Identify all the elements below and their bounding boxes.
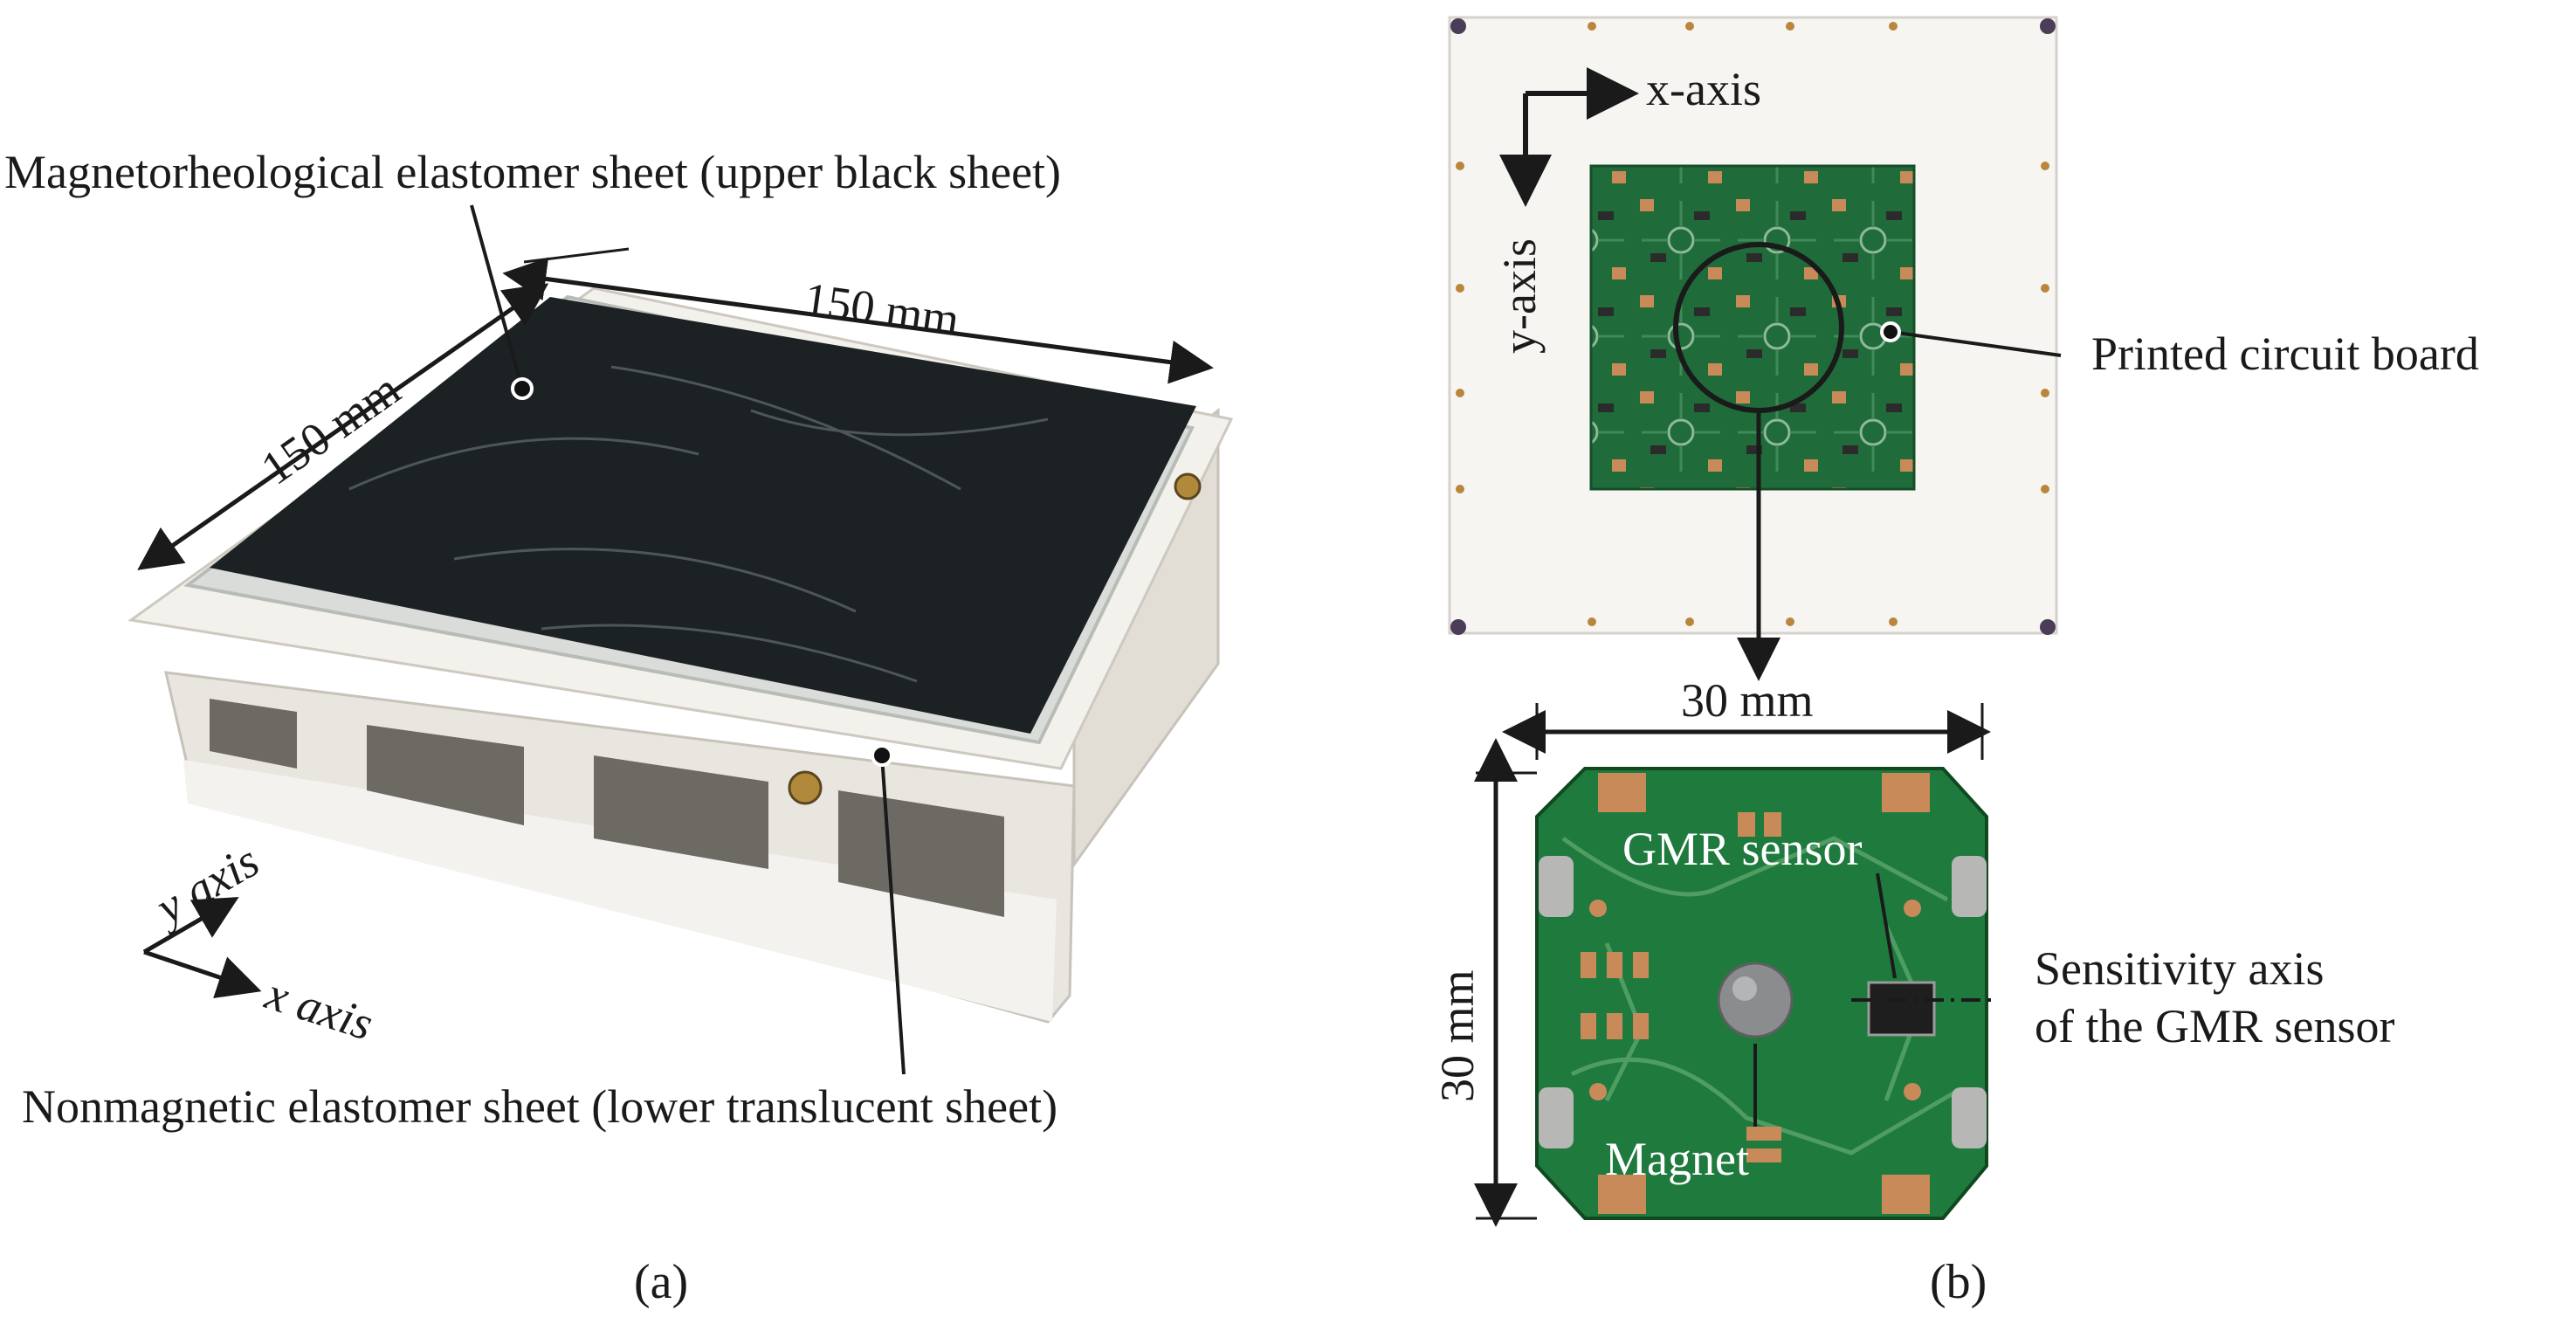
frame-openings (210, 699, 1004, 917)
label-lower-sheet: Nonmagnetic elastomer sheet (lower trans… (22, 1080, 1058, 1133)
panel-caption-b: (b) (1930, 1255, 1987, 1309)
label-sensitivity-line2: of the GMR sensor (2035, 1000, 2395, 1052)
magnet-disk (1717, 962, 1794, 1038)
axis-arrow-y (142, 896, 239, 955)
screw-front (788, 770, 823, 805)
leader-dot-upper-sheet (511, 377, 534, 400)
dim-tick-width-left (523, 247, 630, 264)
panel-b-photo (1448, 16, 2062, 1227)
white-frame-front-face (183, 760, 1057, 1022)
plate-holes (1456, 22, 2049, 626)
leader-pcb (1890, 330, 2062, 357)
small-pads (1581, 812, 1921, 1162)
dim-label-30-horizontal: 30 mm (1681, 674, 1814, 727)
dim-label-30-vertical: 30 mm (1431, 969, 1484, 1102)
label-gmr-sensor: GMR sensor (1622, 823, 1863, 875)
dim-line-width (502, 257, 1214, 384)
leader-lower-sheet (880, 755, 906, 1075)
axis-label-y-b: y-axis (1493, 238, 1546, 354)
gmr-chip (1867, 981, 1936, 1037)
dim-line-depth (137, 283, 549, 570)
label-upper-sheet: Magnetorheological elastomer sheet (uppe… (4, 146, 1062, 198)
axis-arrow-x (143, 949, 262, 998)
label-magnet: Magnet (1605, 1133, 1749, 1185)
label-pcb: Printed circuit board (2091, 328, 2479, 380)
leader-dot-lower-sheet (871, 744, 893, 767)
leader-upper-sheet (470, 204, 524, 390)
label-sensitivity-line1: Sensitivity axis (2035, 942, 2325, 995)
corner-pads (1598, 773, 1930, 1214)
panel-a-photo (127, 204, 1234, 1075)
pcb-array (1589, 164, 1916, 491)
side-solder-joints (1539, 856, 1987, 1148)
axis-label-x-b: x-axis (1646, 63, 1761, 115)
panel-caption-a: (a) (634, 1255, 689, 1309)
plate-corner-screws (1450, 18, 2056, 635)
screw-right (1174, 472, 1202, 500)
leader-gmr (1876, 872, 1897, 979)
leader-dot-pcb (1880, 321, 1901, 342)
